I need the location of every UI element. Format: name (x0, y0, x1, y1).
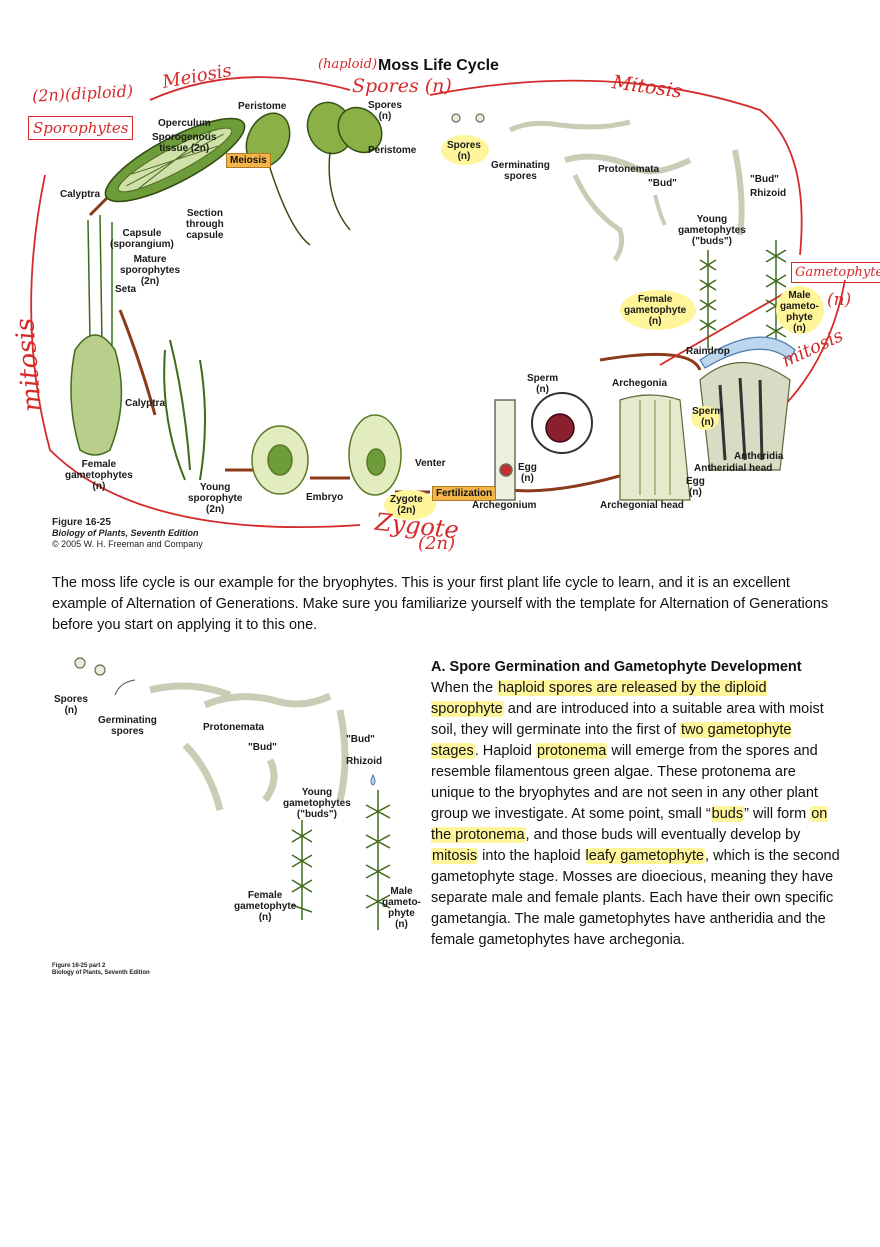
text-run: into the haploid (478, 848, 585, 864)
label-young-sporophyte: Young sporophyte (2n) (188, 482, 243, 515)
label-young-gametophytes: Young gametophytes ("buds") (678, 214, 746, 247)
label-spores-mid: Spores (n) (447, 140, 481, 162)
small-label-bud-2: "Bud" (346, 734, 375, 745)
figure-caption: Figure 16-25 Biology of Plants, Seventh … (52, 517, 203, 550)
label-highlights (384, 135, 824, 520)
capsule-section (104, 117, 246, 203)
page-title: Moss Life Cycle (378, 57, 499, 74)
label-egg: Egg (n) (518, 462, 537, 484)
small-label-young-gametophytes: Young gametophytes ("buds") (283, 787, 351, 820)
label-sperm: Sperm (n) (527, 373, 559, 395)
label-protonemata: Protonemata (598, 164, 660, 175)
label-section: Section through capsule (186, 208, 224, 241)
label-archegonia: Archegonia (612, 378, 668, 389)
intro-paragraph: The moss life cycle is our example for t… (52, 575, 829, 633)
small-label-male-gametophyte: Male gameto- phyte (n) (382, 886, 421, 930)
label-venter: Venter (415, 458, 446, 469)
label-meiosis-box: Meiosis (226, 153, 271, 168)
label-archegonial-head: Archegonial head (600, 500, 684, 511)
highlight-leafy-gametophyte: leafy gametophyte (584, 848, 706, 864)
small-figure-diagram (74, 657, 391, 930)
text-run: and are introduced into a suitable area … (431, 701, 824, 738)
text-run: will emerge from the spores and resemble… (431, 743, 818, 822)
label-male-gametophyte: Male gameto- phyte (n) (780, 290, 819, 334)
label-fertilization-box: Fertilization (432, 486, 497, 501)
label-bud-2: "Bud" (750, 174, 779, 185)
highlight-mitosis: mitosis (431, 848, 479, 864)
figure-caption-line3: © 2005 W. H. Freeman and Company (52, 539, 203, 549)
small-label-protonemata: Protonemata (203, 722, 265, 733)
gametangia-heads (619, 336, 796, 501)
annotation-n: (n) (827, 290, 852, 310)
label-calyptra: Calyptra (60, 189, 101, 200)
highlight-buds: buds (710, 806, 745, 822)
section-a-heading: A. Spore Germination and Gametophyte Dev… (431, 659, 802, 675)
label-seta: Seta (115, 284, 137, 295)
label-antheridia: Antheridia (734, 451, 784, 462)
label-antheridial-head: Antheridial head (694, 463, 773, 474)
label-bud: "Bud" (648, 178, 677, 189)
label-egg-2: Egg (n) (686, 476, 705, 498)
annotation-arrows (30, 76, 846, 529)
small-label-female-gametophyte: Female gametophyte (n) (234, 890, 297, 923)
label-female-gametophyte: Female gametophyte (n) (624, 294, 687, 327)
moss-life-cycle-diagram (30, 76, 846, 529)
small-label-spores: Spores (n) (54, 694, 88, 716)
label-peristome-top: Peristome (238, 101, 287, 112)
embryo-cells (251, 414, 402, 496)
leafy-gametophytes (699, 240, 787, 350)
annotation-spores-n: Spores (n) (352, 75, 452, 97)
annotation-gametophytes: Gametophytes (791, 262, 880, 283)
text-run: When the (431, 680, 498, 696)
protonemata (451, 113, 745, 262)
label-mature-sporophytes: Mature sporophytes (2n) (120, 254, 181, 287)
label-operculum: Operculum (158, 118, 211, 129)
text-run: , and those buds will eventually develop… (525, 827, 801, 843)
highlight-protonema: protonema (536, 743, 608, 759)
label-rhizoid: Rhizoid (750, 188, 787, 199)
section-a-paragraph: When the haploid spores are released by … (431, 678, 841, 951)
label-embryo: Embryo (306, 492, 344, 503)
text-run: , which is the second gametophyte stage.… (431, 848, 840, 948)
label-sperm-2: Sperm (n) (692, 406, 724, 428)
annotation-2n: (2n) (418, 533, 456, 554)
label-sporogenous: Sporogenous tissue (2n) (152, 132, 217, 154)
label-calyptra-2: Calyptra (125, 398, 166, 409)
figure-caption-line2: Biology of Plants, Seventh Edition (52, 528, 199, 538)
small-label-rhizoid: Rhizoid (346, 756, 383, 767)
label-spores-top: Spores (n) (368, 100, 402, 122)
small-label-bud: "Bud" (248, 742, 277, 753)
label-zygote: Zygote (2n) (390, 494, 423, 516)
label-female-gametophytes: Female gametophytes (n) (65, 459, 133, 492)
annotation-haploid: (haploid) (318, 57, 378, 72)
figure-caption-line1: Figure 16-25 (52, 517, 111, 528)
mature-sporophytes (70, 214, 206, 481)
label-raindrop: Raindrop (686, 346, 730, 357)
text-run: . Haploid (474, 743, 536, 759)
label-archegonium: Archegonium (472, 500, 537, 511)
label-germinating: Germinating spores (491, 160, 550, 182)
annotation-sporophytes: Sporophytes (28, 116, 134, 140)
small-label-germinating: Germinating spores (98, 715, 157, 737)
text-run: ” will form (744, 806, 811, 822)
section-a: A. Spore Germination and Gametophyte Dev… (431, 657, 841, 951)
archegonium-figure (494, 392, 593, 501)
label-capsule: Capsule (sporangium) (110, 228, 174, 250)
small-figure-caption: Figure 16-25 part 2 Biology of Plants, S… (52, 963, 150, 976)
capsules (245, 101, 383, 246)
label-peristome-right: Peristome (368, 145, 417, 156)
